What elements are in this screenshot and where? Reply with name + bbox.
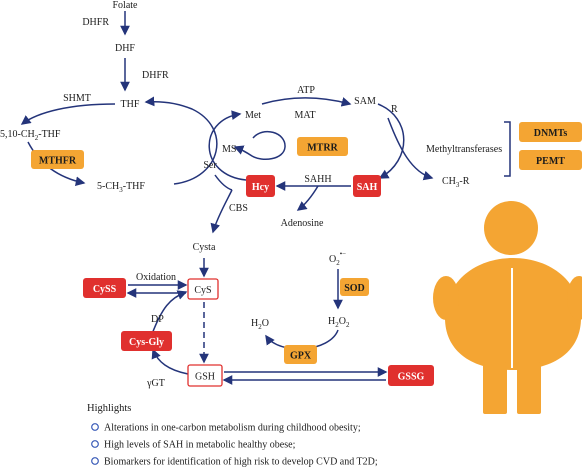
mthfr-box — [31, 150, 84, 169]
highlights-section: Highlights Alterations in one-carbon met… — [87, 403, 378, 468]
pathway-arrows — [20, 11, 511, 385]
sah-box — [353, 175, 381, 197]
red-metabolite-boxes: Hcy SAH CySS Cys-Gly GSSG — [83, 175, 434, 386]
label-ch3-r: CH3-R — [442, 176, 470, 189]
pemt-box — [519, 150, 582, 170]
arrow-sahh-adenosine — [296, 185, 319, 211]
outlined-metabolite-boxes: CyS GSH — [187, 278, 223, 387]
cysgly-box — [121, 331, 172, 351]
svg-text:MTRR: MTRR — [307, 143, 338, 154]
gpx-box — [284, 345, 317, 364]
highlight-item: Alterations in one-carbon metabolism dur… — [104, 423, 361, 434]
arrow-ch2thf-ch3thf — [27, 141, 86, 187]
label-methyltransferases: Methyltransferases — [426, 144, 502, 155]
hcy-box — [246, 175, 275, 197]
svg-text:SAH: SAH — [357, 182, 378, 193]
svg-text:DNMTs: DNMTs — [534, 128, 568, 139]
arrow-ms-loop — [233, 130, 286, 160]
label-ms: MS — [222, 144, 236, 155]
arrow-ch3thf-thf — [144, 96, 218, 185]
cys-box — [187, 278, 219, 300]
svg-text:CySS: CySS — [93, 284, 117, 295]
obese-child-figure-icon — [433, 201, 582, 414]
label-o2-radical: O2•− — [329, 250, 346, 267]
arrow-hcy-met — [208, 110, 247, 181]
label-ggt: γGT — [146, 378, 165, 389]
orange-enzyme-boxes: MTHFR MTRR DNMTs PEMT SOD GPX — [31, 122, 582, 364]
label-h2o2: H2O2 — [328, 316, 350, 329]
label-dhf: DHF — [115, 43, 135, 54]
arrow-r-ch3r — [387, 117, 434, 181]
arrow-thf-ch2thf — [20, 103, 116, 125]
arrow-ser-branch — [214, 174, 233, 191]
highlight-item: Biomarkers for identification of high ri… — [104, 457, 378, 468]
label-adenosine: Adenosine — [281, 218, 324, 229]
label-ch3-thf: 5-CH3-THF — [97, 181, 145, 194]
svg-text:GPX: GPX — [290, 351, 312, 362]
label-folate: Folate — [113, 0, 139, 11]
mtrr-box — [297, 137, 348, 156]
circle-bullet-icon — [91, 440, 99, 448]
svg-text:MTHFR: MTHFR — [39, 156, 77, 167]
label-dp: DP — [151, 314, 164, 325]
arrow-sam-sah — [377, 103, 405, 179]
svg-text:CyS: CyS — [194, 285, 211, 296]
enzyme-bracket — [504, 121, 511, 177]
label-cysta: Cysta — [193, 242, 216, 253]
svg-text:Cys-Gly: Cys-Gly — [129, 337, 164, 348]
label-dhfr-1: DHFR — [82, 17, 109, 28]
label-sahh: SAHH — [304, 174, 331, 185]
label-dhfr-2: DHFR — [142, 70, 169, 81]
arrow-gsh-cysgly — [151, 348, 189, 375]
cyss-box — [83, 278, 126, 298]
svg-text:Hcy: Hcy — [252, 182, 269, 193]
svg-text:PEMT: PEMT — [536, 156, 565, 167]
arrow-cysgly-cys — [151, 290, 188, 335]
sod-box — [340, 278, 369, 296]
arrow-hcy-cysta — [210, 189, 233, 234]
label-ser: Ser — [203, 160, 217, 171]
svg-text:SOD: SOD — [344, 283, 365, 294]
arrow-met-sam — [261, 97, 352, 107]
label-ch2-thf: 5,10-CH2-THF — [0, 129, 61, 142]
label-thf: THF — [121, 99, 140, 110]
svg-text:GSSG: GSSG — [398, 372, 425, 383]
highlight-item: High levels of SAH in metabolic healthy … — [104, 440, 296, 451]
label-shmt: SHMT — [63, 93, 91, 104]
dnmts-box — [519, 122, 582, 142]
label-sam: SAM — [354, 96, 376, 107]
gssg-box — [388, 365, 434, 386]
label-r: R — [391, 104, 398, 115]
circle-bullet-icon — [91, 457, 99, 465]
pathway-labels: Folate DHFR DHF DHFR THF SHMT 5,10-CH2-T… — [0, 0, 502, 389]
svg-text:GSH: GSH — [195, 372, 215, 383]
highlights-title: Highlights — [87, 403, 131, 414]
label-met: Met — [245, 110, 261, 121]
label-mat: MAT — [294, 110, 315, 121]
label-atp: ATP — [297, 85, 315, 96]
label-cbs: CBS — [229, 203, 248, 214]
label-h2o: H2O — [251, 318, 269, 331]
circle-bullet-icon — [91, 423, 99, 431]
gsh-box — [187, 364, 223, 387]
label-oxidation: Oxidation — [136, 272, 176, 283]
